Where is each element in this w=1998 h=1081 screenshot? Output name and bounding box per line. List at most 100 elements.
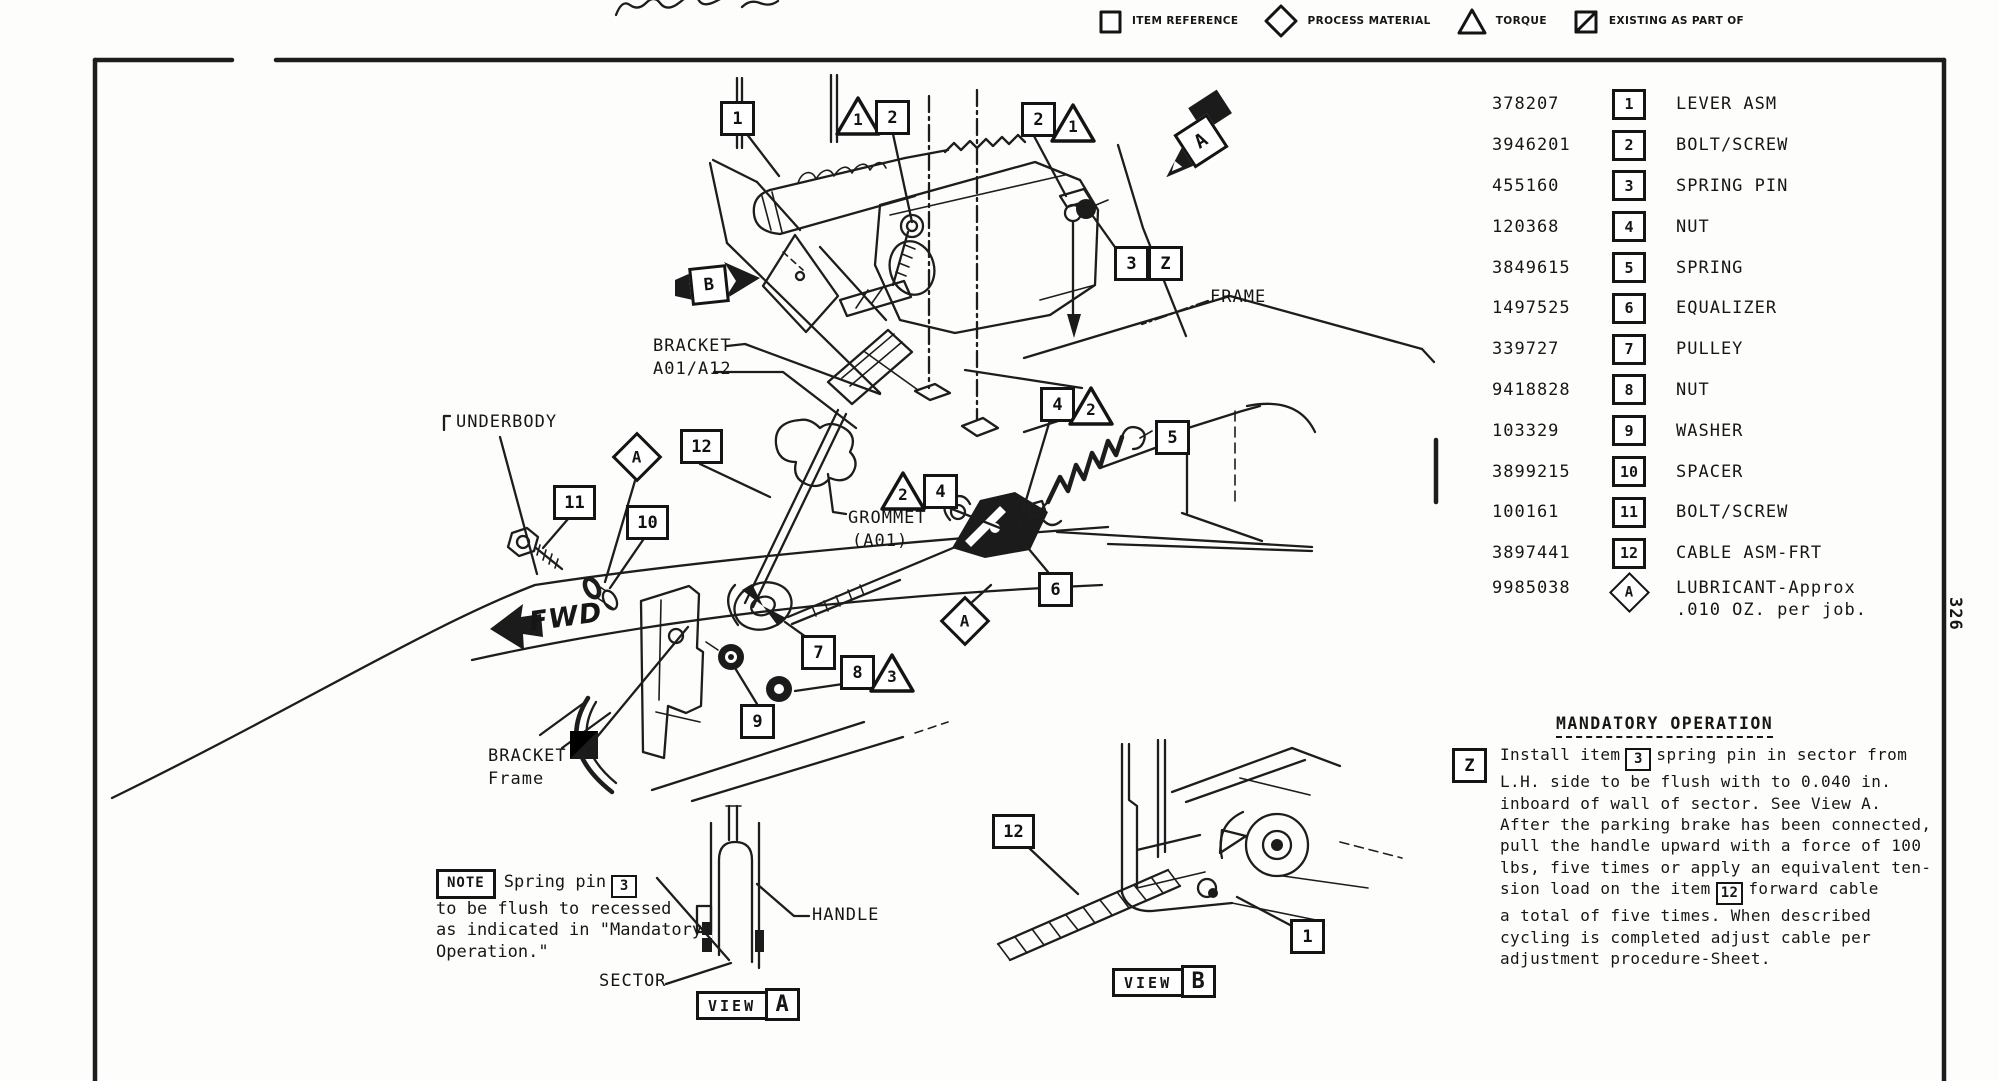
lever-assembly — [754, 135, 1108, 338]
part-name: BOLT/SCREW — [1676, 135, 1789, 156]
parts-row: 9418828 8 NUT — [1492, 370, 1912, 411]
bolt-11 — [508, 528, 562, 569]
item-reference-box: 5 — [1612, 252, 1646, 284]
note-line: to be flush to recessed — [436, 898, 672, 919]
existing-as-part-of-icon — [1574, 10, 1598, 33]
item-reference-box: 7 — [1612, 333, 1646, 365]
view-a-title: VIEW A — [696, 988, 800, 1021]
callout-box-10: 10 — [626, 505, 669, 540]
mandatory-operation-title: MANDATORY OPERATION — [1556, 714, 1774, 738]
view-arrow-b-letter: B — [688, 264, 730, 306]
symbol-legend: ITEM REFERENCE PROCESS MATERIAL TORQUE E… — [1098, 3, 1770, 39]
bracket-a01-label-line1: BRACKET — [653, 336, 732, 356]
item-reference-box: 9 — [1612, 415, 1646, 447]
callout-box-z: Z — [1148, 246, 1183, 281]
callout-box-3: 3 — [1114, 246, 1149, 281]
callout-triangle-torque-1b: 1 — [1050, 102, 1096, 144]
handle-label: HANDLE — [812, 905, 880, 925]
callout-box-12: 12 — [680, 429, 723, 464]
washer-9 — [706, 642, 744, 670]
callout-box-8: 8 — [840, 655, 875, 690]
return-spring — [1041, 427, 1152, 525]
view-word: VIEW — [696, 991, 769, 1020]
callout-box-1-view-b: 1 — [1290, 919, 1325, 954]
part-name: SPRING PIN — [1676, 175, 1789, 196]
callout-box-4: 4 — [923, 474, 958, 509]
item-reference-square-icon — [1099, 10, 1122, 33]
triangle-icon — [880, 471, 926, 511]
mand-line: lbs, five times or apply an equivalent t… — [1500, 857, 1932, 877]
item-reference-box: 2 — [1612, 129, 1646, 161]
callout-box-2: 2 — [875, 100, 910, 135]
mand-line: pull the handle upward with a force of 1… — [1500, 836, 1922, 856]
item-reference-box: 8 — [1612, 374, 1646, 406]
item-reference-box: 6 — [1612, 292, 1646, 324]
parts-row: 339727 7 PULLEY — [1492, 329, 1912, 370]
legend-label: PROCESS MATERIAL — [1307, 15, 1431, 27]
mand-line: adjustment procedure-Sheet. — [1500, 949, 1771, 969]
view-word: VIEW — [1112, 968, 1185, 997]
part-name: WASHER — [1676, 420, 1744, 441]
fwd-arrow-icon — [490, 604, 543, 650]
item-reference-box: 3 — [1625, 748, 1652, 772]
grommet-label-line1: GROMMET — [848, 508, 927, 528]
part-number: 3946201 — [1492, 135, 1571, 156]
part-number: 103329 — [1492, 420, 1560, 441]
part-name: PULLEY — [1676, 339, 1744, 360]
triangle-icon — [1068, 386, 1114, 426]
note-tag: NOTE — [436, 869, 496, 899]
callout-box-4b: 4 — [1040, 387, 1075, 422]
item-reference-box: 12 — [1715, 882, 1744, 906]
callout-box-6: 6 — [1038, 572, 1073, 607]
item-reference-box: 10 — [1612, 456, 1646, 488]
parts-row: 1497525 6 EQUALIZER — [1492, 288, 1912, 329]
item-reference-box: 3 — [611, 875, 638, 899]
part-number: 9985038 — [1492, 577, 1571, 598]
process-material-diamond-icon — [1264, 4, 1298, 38]
triangle-icon — [1050, 103, 1096, 143]
bracket-frame-label-line2: Frame — [488, 769, 545, 789]
parts-row: 3849615 5 SPRING — [1492, 247, 1912, 288]
callout-box-5: 5 — [1155, 420, 1190, 455]
part-number: 100161 — [1492, 502, 1560, 523]
bracket-a01-a12 — [828, 281, 918, 404]
frame-rail — [965, 296, 1436, 551]
item-reference-box: 1 — [1612, 88, 1646, 120]
callout-box-1: 1 — [720, 101, 755, 136]
parts-row: 3899215 10 SPACER — [1492, 451, 1912, 492]
view-b-drawing — [998, 740, 1402, 960]
legend-label: EXISTING AS PART OF — [1608, 15, 1745, 27]
callout-triangle-torque-2: 2 — [880, 470, 926, 512]
part-number: 3897441 — [1492, 543, 1571, 564]
spacer-10 — [582, 576, 620, 611]
item-reference-box: 11 — [1612, 496, 1646, 528]
part-number: 339727 — [1492, 339, 1560, 360]
callout-triangle-torque-3: 3 — [869, 652, 915, 694]
parts-row: 100161 11 BOLT/SCREW — [1492, 492, 1912, 533]
parts-row: 3897441 12 CABLE ASM-FRT — [1492, 533, 1912, 574]
legend-process-material: PROCESS MATERIAL — [1264, 4, 1430, 38]
parts-list: 378207 1 LEVER ASM 3946201 2 BOLT/SCREW … — [1492, 84, 1912, 632]
part-number: 1497525 — [1492, 298, 1571, 319]
part-number: 3849615 — [1492, 257, 1571, 278]
part-name: EQUALIZER — [1676, 298, 1778, 319]
triangle-icon — [869, 653, 915, 693]
equalizer — [944, 492, 1048, 558]
legend-torque: TORQUE — [1457, 7, 1547, 36]
parts-row: 378207 1 LEVER ASM — [1492, 84, 1912, 125]
view-b-title: VIEW B — [1112, 965, 1216, 998]
legend-existing-as-part-of: EXISTING AS PART OF — [1573, 7, 1744, 36]
callout-box-12-view-b: 12 — [992, 814, 1035, 849]
part-number: 120368 — [1492, 216, 1560, 237]
callout-triangle-torque-2b: 2 — [1068, 385, 1114, 427]
callout-box-11: 11 — [553, 485, 596, 520]
item-reference-box: 3 — [1612, 170, 1646, 202]
handwritten-scribble — [616, 0, 778, 15]
part-name: NUT — [1676, 216, 1710, 237]
parts-row: 455160 3 SPRING PIN — [1492, 166, 1912, 207]
note-line: Operation." — [436, 941, 549, 962]
